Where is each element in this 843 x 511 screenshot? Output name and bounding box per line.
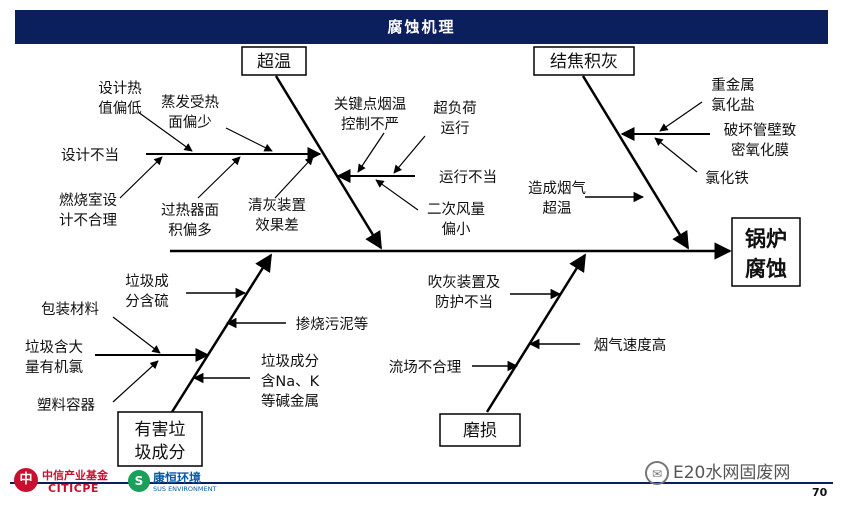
cause-furnace-1: 燃烧室设: [59, 191, 117, 209]
arrow-packaging: [112, 316, 161, 354]
cause-design-improper: 设计不当: [61, 147, 119, 164]
cause-heavy-metal-2: 氯化盐: [711, 97, 755, 114]
arrow-superheater: [197, 156, 241, 199]
arrow-cleaning: [274, 156, 314, 199]
arrow-key-temp: [357, 132, 385, 173]
cause-organic-cl-1: 垃圾含大: [25, 339, 83, 356]
cause-sulfur-1: 垃圾成: [125, 273, 169, 290]
effect-line2: 腐蚀: [745, 257, 787, 281]
cause-improper-op: 运行不当: [439, 169, 497, 186]
cause-cleaning-2: 效果差: [255, 217, 299, 234]
arrow-plastic: [112, 360, 159, 403]
cause-evap-2: 面偏少: [168, 114, 212, 131]
sus-logo-icon: S: [128, 470, 150, 492]
bone-overtemp: [274, 75, 383, 250]
arrow-heavy-metal: [659, 101, 703, 132]
cause-organic-cl-2: 量有机氯: [25, 359, 83, 376]
cause-cleaning-1: 清灰装置: [248, 197, 306, 214]
header-title: 腐蚀机理: [15, 10, 828, 44]
box-effect: [731, 217, 801, 287]
citicpe-logo: 中 中信产业基金 CITICPE: [14, 466, 124, 496]
cause-superheater-2: 积偏多: [168, 222, 212, 239]
cause-flow-field: 流场不合理: [389, 359, 462, 376]
bone-coking: [581, 75, 690, 250]
arrow-evap: [225, 127, 273, 152]
cause-oxide-film-2: 密氧化膜: [731, 142, 789, 159]
category-waste-line1: 有害垃: [135, 420, 186, 440]
wechat-icon: ✉: [645, 461, 669, 485]
cause-secondary-air-2: 偏小: [442, 221, 471, 238]
cause-sludge: 掺烧污泥等: [296, 315, 369, 333]
page-number: 70: [812, 486, 828, 499]
citicpe-logo-icon: 中: [14, 468, 38, 492]
bone-wear: [485, 253, 587, 413]
effect-line1: 锅炉: [745, 227, 787, 251]
arrow-iron-chloride: [654, 137, 698, 173]
sus-environment-logo: S 康恒环境 SUS ENVIRONMENT: [128, 468, 218, 496]
sus-logo-cn: 康恒环境: [153, 471, 202, 485]
watermark-text: E20水网固废网: [673, 463, 791, 483]
cause-sootblower-2: 防护不当: [435, 294, 493, 311]
category-overtemp: 超温: [257, 52, 291, 72]
watermark: ✉E20水网固废网: [645, 458, 820, 488]
cause-heavy-metal-1: 重金属: [711, 77, 755, 94]
cause-evap-1: 蒸发受热: [161, 94, 219, 111]
category-waste-line2: 圾成分: [135, 443, 186, 463]
cause-secondary-air-1: 二次风量: [427, 201, 485, 218]
cause-sootblower-1: 吹灰装置及: [428, 274, 501, 291]
cause-design-heat-2: 值偏低: [98, 100, 142, 117]
citicpe-logo-en: CITICPE: [48, 482, 99, 495]
category-wear: 磨损: [463, 421, 497, 441]
footer-divider: [10, 482, 833, 484]
arrow-design-heat: [137, 111, 193, 152]
sus-logo-en: SUS ENVIRONMENT: [153, 485, 217, 493]
cause-overload-2: 运行: [441, 120, 470, 137]
cause-design-heat-1: 设计热: [98, 80, 142, 97]
cause-superheater-1: 过热器面: [161, 202, 219, 219]
cause-flue-overtemp-2: 超温: [543, 200, 572, 217]
cause-alkali-3: 等碱金属: [261, 392, 319, 410]
cause-packaging: 包装材料: [41, 301, 99, 318]
box-coking: [533, 46, 635, 76]
cause-plastic: 塑料容器: [37, 397, 95, 414]
cause-key-temp-1: 关键点烟温: [334, 96, 407, 113]
box-waste: [117, 411, 203, 467]
cause-alkali-2: 含Na、K: [261, 373, 320, 390]
citicpe-logo-cn: 中信产业基金: [42, 469, 108, 482]
cause-key-temp-2: 控制不严: [341, 116, 399, 133]
arrow-overload: [393, 135, 426, 174]
box-wear: [439, 413, 521, 447]
cause-flue-speed: 烟气速度高: [594, 337, 667, 354]
cause-iron-chloride: 氯化铁: [705, 170, 749, 187]
bone-waste: [170, 253, 273, 413]
cause-sulfur-2: 分含硫: [125, 293, 169, 310]
category-coking: 结焦积灰: [550, 52, 618, 72]
cause-overload-1: 超负荷: [433, 100, 477, 117]
cause-furnace-2: 计不合理: [59, 212, 117, 229]
box-overtemp: [241, 46, 307, 76]
cause-flue-overtemp-1: 造成烟气: [528, 180, 586, 197]
arrow-secondary-air: [375, 179, 419, 211]
arrow-furnace: [119, 156, 163, 199]
cause-alkali-1: 垃圾成分: [261, 353, 319, 370]
cause-oxide-film-1: 破坏管壁致: [724, 122, 797, 139]
